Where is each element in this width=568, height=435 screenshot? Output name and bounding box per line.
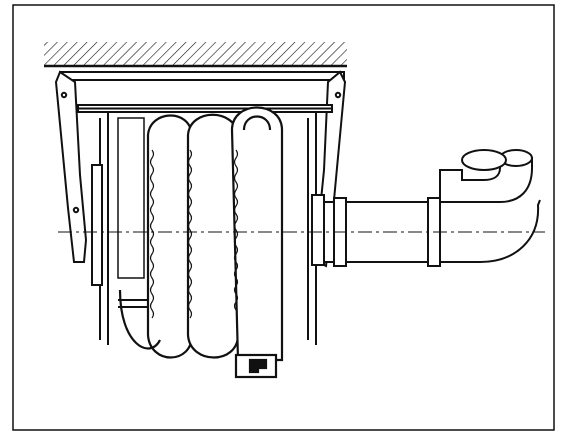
figure-border [12, 4, 555, 431]
coiled-exhaust-hose [118, 106, 284, 379]
hose-reel-drum [91, 112, 325, 345]
outlet-pipe [323, 197, 441, 267]
ceiling-hatch [44, 42, 347, 68]
elbow-pipe [439, 149, 541, 263]
